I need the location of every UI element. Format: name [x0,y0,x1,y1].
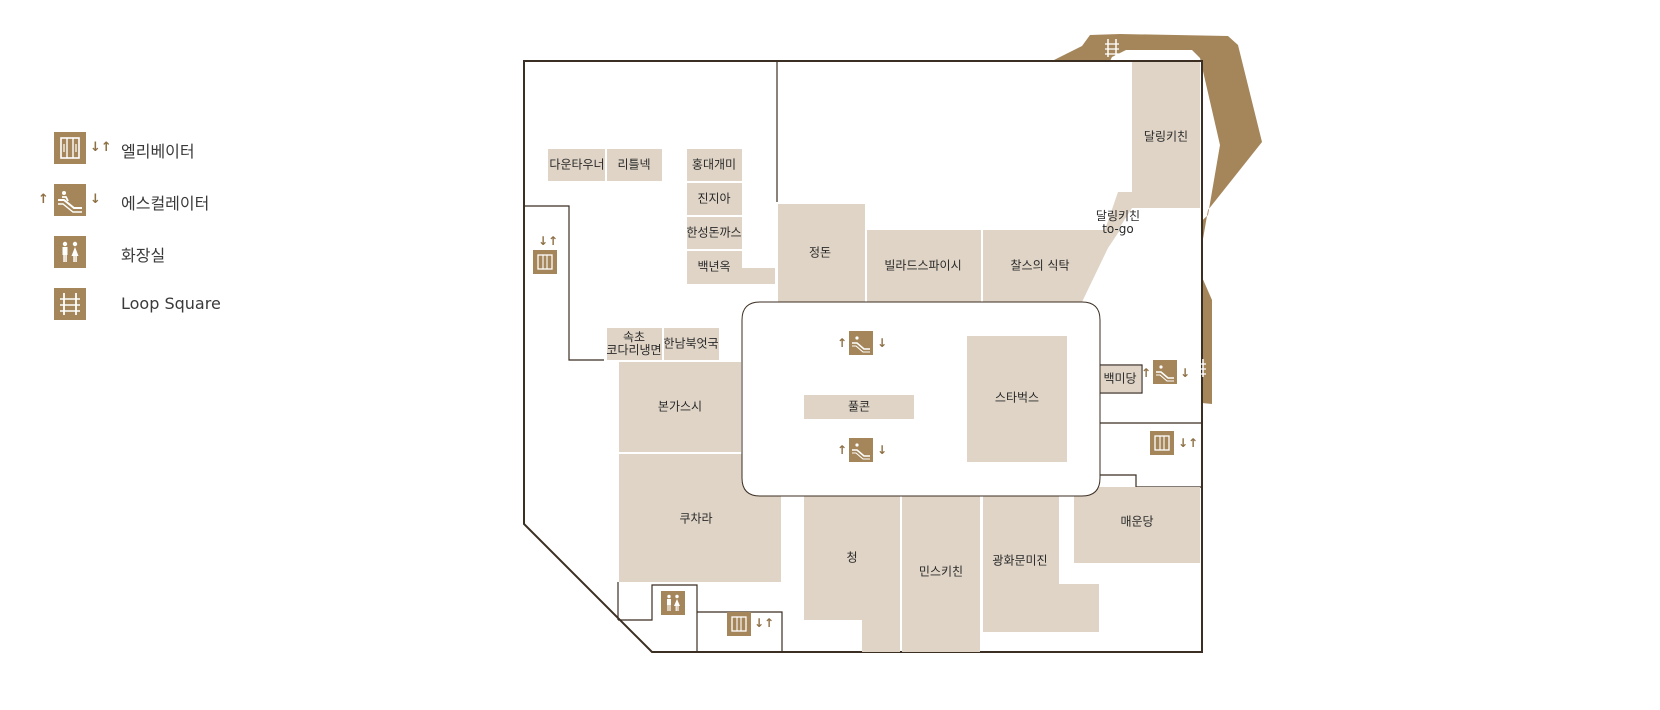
store-block-baekmidang [1099,366,1141,392]
elevator-icon[interactable] [533,250,557,274]
store-block-dalling-togo [1100,192,1132,244]
loop-square-icon[interactable] [1187,356,1211,380]
elevator-icon [54,132,86,164]
loop-square-icon[interactable] [1143,272,1167,296]
store-label-ballards[interactable]: 빌라드스파이시 [884,258,962,273]
store-label-sokcho-sub: 코다리냉면 [606,343,662,357]
store-label-maeondang[interactable]: 매운당 [1120,514,1154,529]
store-label-dalling-togo-sub: to-go [1102,222,1134,236]
restroom-icon [54,236,86,268]
store-block-downtowner [548,149,605,181]
store-block-chals [983,230,1120,302]
legend-row-restroom: 화장실 [0,236,300,270]
atrium-pulkon [804,395,914,419]
store-label-mins[interactable]: 민스키친 [918,564,964,579]
store-label-downtowner[interactable]: 다운타우너 [549,157,605,172]
store-block-gwanghwamun [983,494,1099,632]
store-label-jinjia[interactable]: 진지아 [697,191,731,206]
store-label-kuchara[interactable]: 쿠차라 [679,511,713,526]
restroom-icon[interactable] [661,591,685,615]
map-escalator-top-up-arrow: ↑ [837,336,848,350]
store-block-bongasushi [619,362,741,452]
legend-escalator-up-arrow: ↑ [38,192,49,207]
atrium-stores [804,336,1067,462]
map-escalator-top-down-arrow: ↓ [877,336,888,350]
map-escalator-bottom-up-arrow: ↑ [837,443,848,457]
store-block-ballards [867,230,981,302]
store-label-pulkon[interactable]: 풀콘 [847,399,871,414]
map-escalator-bottom-down-arrow: ↓ [877,443,888,457]
store-label-dalling-togo-name: 달링키친 [1095,209,1141,223]
loop-square-icon [54,288,86,320]
legend-row-loop-square: Loop Square [0,288,300,322]
store-label-hanseong[interactable]: 한성돈까스 [686,225,742,240]
elevator-icon[interactable] [727,612,751,636]
store-label-chals[interactable]: 찰스의 식탁 [1010,258,1070,273]
store-label-hannam[interactable]: 한남북엇국 [663,336,719,351]
map-legend: ↓↑ 엘리베이터 ↑ ↓ 에스컬레이터 [0,0,300,400]
store-block-jinjia [687,183,742,215]
legend-label-loop-square: Loop Square [121,294,221,313]
store-block-hanseong [687,217,742,249]
store-block-jeongdon [778,204,865,302]
elevator-icon[interactable] [1150,431,1174,455]
escalator-icon[interactable] [849,438,873,462]
legend-label-escalator: 에스컬레이터 [121,194,210,213]
store-label-baekmidang[interactable]: 백미당 [1103,371,1137,386]
store-block-sokcho [607,328,662,360]
store-block-hannam [664,328,719,360]
loop-square-icon[interactable] [1100,36,1124,60]
store-block-dalling [1132,62,1200,208]
store-block-baeknyeonok [687,251,775,284]
store-block-maeondang [1074,487,1200,563]
store-label-gwanghwamun[interactable]: 광화문미진 [992,553,1048,568]
legend-label-restroom: 화장실 [121,246,166,265]
store-block-cheong [804,494,900,652]
store-label-starbucks[interactable]: 스타벅스 [994,390,1040,405]
store-block-hongdaegaemi [687,149,742,181]
store-label-baeknyeonok[interactable]: 백년옥 [697,259,731,274]
store-label-sokcho-name: 속초 [622,330,646,344]
store-label-sokcho[interactable]: 속초 코다리냉면 [606,331,661,357]
map-elevator-east-arrows: ↓↑ [1178,436,1199,450]
store-label-dalling[interactable]: 달링키친 [1143,129,1189,144]
escalator-icon [54,184,86,216]
loop-square-corridor [1052,34,1262,404]
store-label-jeongdon[interactable]: 정돈 [808,245,832,260]
store-label-cheong[interactable]: 청 [846,550,858,565]
legend-escalator-down-arrow: ↓ [90,192,101,207]
store-label-littlenek[interactable]: 리틀넥 [617,157,651,172]
legend-row-escalator: ↑ ↓ 에스컬레이터 [0,184,300,218]
map-escalator-east-down-arrow: ↓ [1180,366,1191,380]
store-block-mins [902,494,980,652]
legend-label-elevator: 엘리베이터 [121,142,195,161]
map-elevator-west-arrows: ↓↑ [538,234,559,248]
escalator-icon[interactable] [849,331,873,355]
map-elevator-south-arrows: ↓↑ [754,616,775,630]
legend-elevator-arrows: ↓↑ [90,140,112,155]
store-label-bongasushi[interactable]: 본가스시 [657,399,703,414]
store-block-littlenek [607,149,662,181]
escalator-icon[interactable] [1153,360,1177,384]
legend-row-elevator: ↓↑ 엘리베이터 [0,132,300,166]
atrium-starbucks [967,336,1067,462]
map-escalator-east-up-arrow: ↑ [1141,366,1152,380]
store-label-hongdaegaemi[interactable]: 홍대개미 [691,157,737,172]
store-label-dalling-togo[interactable]: 달링키친 to-go [1096,210,1140,236]
